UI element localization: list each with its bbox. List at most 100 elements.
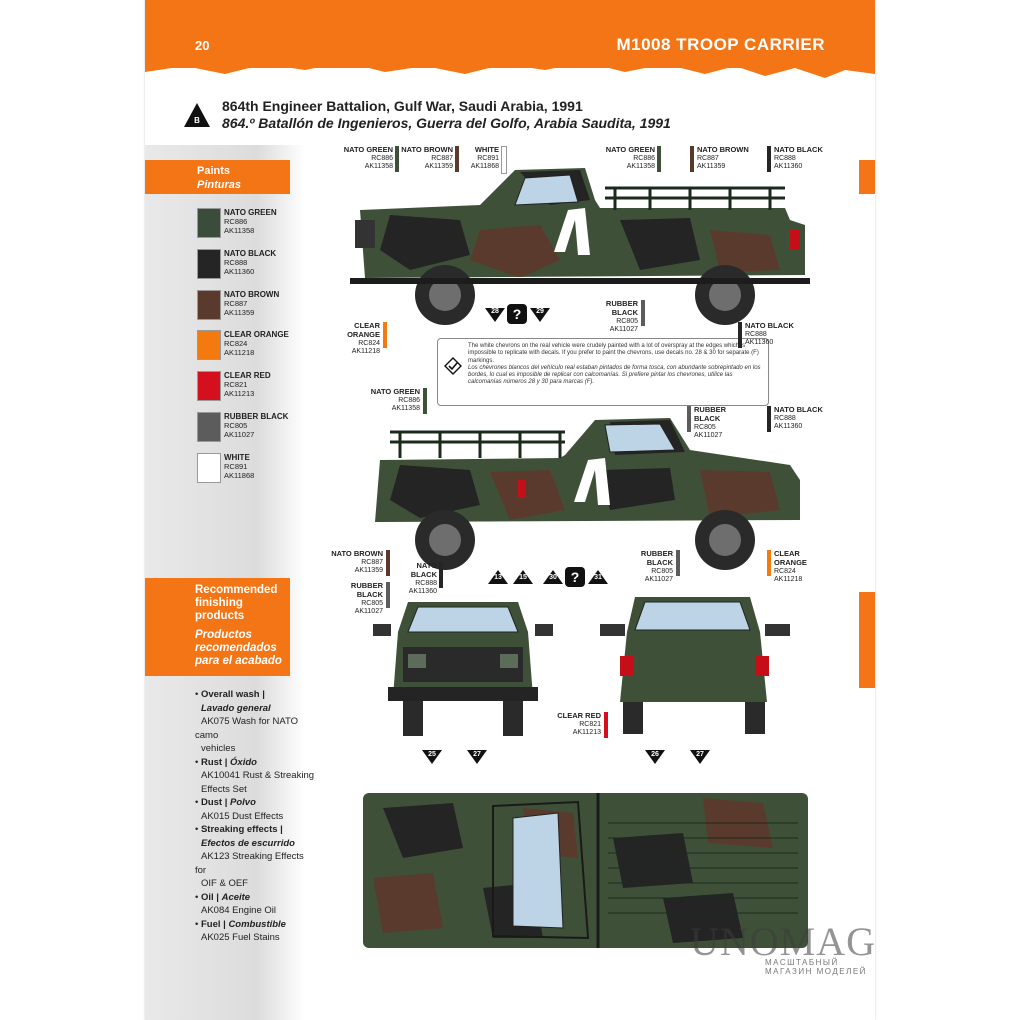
truck-rear-view (600, 597, 790, 734)
paints-heading: Paints Pinturas (145, 160, 290, 194)
decal-marker (645, 750, 665, 764)
paint-color-chip (197, 452, 221, 483)
color-bar (676, 550, 680, 576)
paint-color-chip (197, 248, 221, 279)
color-bar (455, 146, 459, 172)
scheme-subtitle: 864.º Batallón de Ingenieros, Guerra del… (222, 115, 671, 131)
color-bar (386, 550, 390, 576)
color-bar (767, 406, 771, 432)
color-bar (767, 550, 771, 576)
decal-number: 29 (536, 308, 544, 315)
watermark-brand: UNOMAG.RU (690, 919, 875, 964)
truck-front-view (373, 602, 553, 736)
chevron-note-text: The white chevrons on the real vehicle w… (468, 343, 761, 386)
checkmark-diamond-icon (444, 357, 462, 375)
color-bar (738, 322, 742, 348)
color-bar (687, 406, 691, 432)
decal-marker (513, 570, 533, 584)
color-bar (657, 146, 661, 172)
decal-number: 28 (491, 308, 499, 315)
color-bar (395, 146, 399, 172)
color-bar (767, 146, 771, 172)
color-bar (383, 322, 387, 348)
color-bar (604, 712, 608, 738)
header-torn-edge (145, 56, 875, 78)
decal-number: 30 (549, 574, 557, 581)
color-bar (423, 388, 427, 414)
paint-color-chip (197, 208, 221, 238)
paint-color-chip (197, 289, 221, 320)
decal-marker (690, 750, 710, 764)
truck-right-side-view (375, 418, 800, 570)
document-page: 20 M1008 TROOP CARRIER B 864th Engineer … (145, 0, 875, 1020)
truck-top-view (363, 793, 808, 948)
page-number: 20 (195, 38, 210, 53)
color-bar (641, 300, 645, 326)
scheme-title: 864th Engineer Battalion, Gulf War, Saud… (222, 98, 583, 114)
decal-marker (485, 308, 505, 322)
decal-number: 27 (696, 751, 704, 758)
right-edge-tab (859, 592, 875, 688)
decal-number: 25 (428, 751, 436, 758)
right-edge-tab (859, 160, 875, 194)
decal-number: 27 (473, 751, 481, 758)
list-item: • Streaking effects |Efectos de escurrid… (195, 824, 304, 889)
decal-marker (588, 570, 608, 584)
chevron-note-box: The white chevrons on the real vehicle w… (437, 338, 769, 406)
page-title: M1008 TROOP CARRIER (616, 35, 825, 54)
decal-number: 15 (519, 574, 527, 581)
decal-marker (467, 750, 487, 764)
truck-left-side-view (350, 168, 810, 325)
color-bar (439, 562, 443, 588)
scheme-letter: B (194, 116, 200, 125)
question-mark-icon: ? (565, 567, 585, 587)
question-mark-icon: ? (507, 304, 527, 324)
paint-color-chip (197, 412, 221, 442)
recommended-heading: Recommended finishing products Productos… (145, 578, 290, 676)
decal-marker (422, 750, 442, 764)
paint-color-chip (197, 330, 221, 361)
decal-number: 13 (494, 574, 502, 581)
paint-color-chip (197, 371, 221, 402)
scheme-b-icon: B (184, 103, 210, 127)
decal-marker (543, 570, 563, 584)
watermark-tagline: МАСШТАБНЫЙ МАГАЗИН МОДЕЛЕЙ (765, 958, 867, 976)
decal-marker (530, 308, 550, 322)
decal-marker (488, 570, 508, 584)
decal-number: 26 (651, 751, 659, 758)
